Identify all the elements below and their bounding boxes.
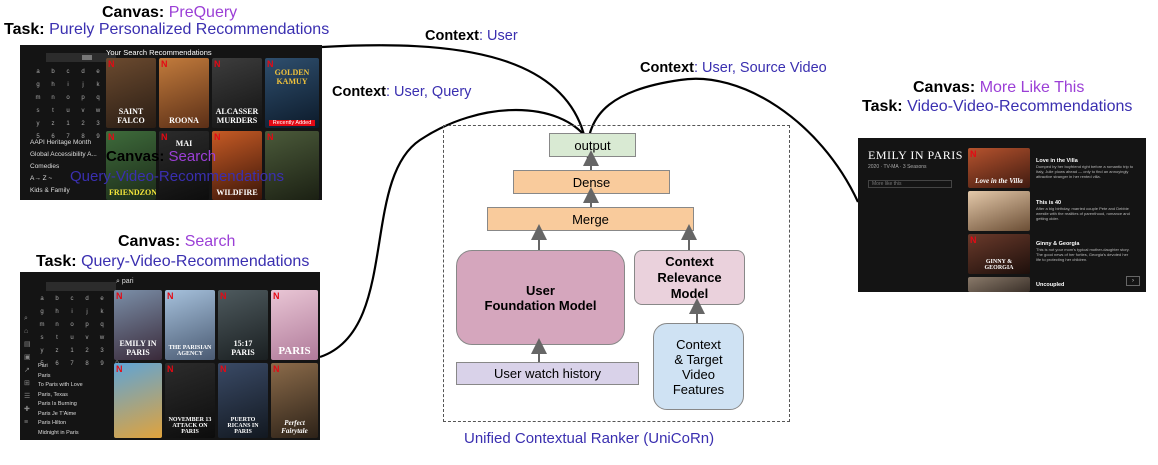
overlay-canvas-text: Canvas: Search bbox=[106, 148, 217, 165]
category-item[interactable]: Global Accessibility A... bbox=[30, 151, 97, 158]
prequery-canvas-label: Canvas: PreQuery bbox=[102, 4, 238, 21]
diagram-caption: Unified Contextual Ranker (UniCoRn) bbox=[464, 430, 715, 447]
movie-tile[interactable]: N bbox=[265, 131, 319, 200]
merge-box: Merge bbox=[487, 207, 694, 231]
user-foundation-model-box: User Foundation Model bbox=[456, 250, 625, 345]
suggestion-item[interactable]: Paris Is Burning bbox=[38, 401, 77, 407]
suggestion-item[interactable]: Paris bbox=[38, 372, 51, 379]
prequery-connector bbox=[321, 44, 590, 159]
search-query-field[interactable] bbox=[46, 282, 116, 291]
prequery-category-list: AAPI Heritage Month Global Accessibility… bbox=[30, 137, 97, 197]
category-item[interactable]: Comedies bbox=[30, 163, 60, 170]
prequery-screenshot: abcdef ghijkl mnopqr stuvwx yz1234 56789… bbox=[20, 45, 322, 200]
suggestion-item[interactable]: Midnight in Paris bbox=[38, 429, 79, 436]
mlt-canvas-name: More Like This bbox=[979, 79, 1085, 96]
context-user-video-label: Context: User, Source Video bbox=[640, 60, 827, 76]
search-task-label: Task: Query-Video-Recommendations bbox=[36, 253, 310, 270]
movie-tile[interactable]: NFRIENDZONE bbox=[106, 131, 156, 200]
search-task-name: Query-Video-Recommendations bbox=[81, 253, 310, 270]
mlt-item[interactable]: Love in the Villa Dumped by her boyfrien… bbox=[1036, 158, 1134, 179]
search-canvas-label: Canvas: Search bbox=[118, 233, 236, 250]
movie-tile[interactable]: N bbox=[114, 363, 162, 438]
overlay-task-text: Query-Video-Recommendations bbox=[70, 168, 284, 185]
mlt-search-box[interactable]: More like this bbox=[868, 180, 952, 188]
mlt-screenshot: EMILY IN PARIS 2020 · TV-MA · 3 Seasons … bbox=[858, 138, 1146, 292]
mlt-item[interactable]: Ginny & Georgia This is not your mom's t… bbox=[1036, 241, 1130, 262]
user-watch-history-box: User watch history bbox=[456, 362, 639, 385]
prequery-keyboard[interactable]: abcdef ghijkl mnopqr stuvwx yz1234 56789… bbox=[35, 69, 115, 140]
mlt-thumb[interactable] bbox=[968, 277, 1030, 292]
nav-icons: ⌕⌂▤▣↗⊞☰✚≡ bbox=[24, 315, 31, 426]
prequery-task-name: Purely Personalized Recommendations bbox=[49, 21, 330, 38]
suggestion-item[interactable]: Paris, Texas bbox=[38, 391, 68, 398]
context-target-video-features-box: Context & Target Video Features bbox=[653, 323, 744, 410]
mlt-title: EMILY IN PARIS bbox=[868, 148, 963, 162]
context-user-query-label: Context: User, Query bbox=[332, 84, 472, 100]
mlt-canvas-label: Canvas: More Like This bbox=[913, 79, 1085, 96]
mlt-item[interactable]: This is 40 After a big birthday, married… bbox=[1036, 200, 1130, 221]
search-query-text: ⌕ pari bbox=[116, 278, 134, 285]
prequery-task-label: Task: Purely Personalized Recommendation… bbox=[4, 21, 330, 38]
suggestion-item[interactable]: To Paris with Love bbox=[38, 382, 83, 388]
category-item[interactable]: A→ Z ~ bbox=[30, 175, 53, 182]
context-user-label: Context: User bbox=[425, 28, 518, 44]
suggestion-item[interactable]: Pari bbox=[38, 363, 48, 369]
mlt-connector bbox=[586, 77, 859, 203]
mlt-task-label: Task: Video-Video-Recommendations bbox=[862, 98, 1133, 115]
search-canvas-name: Search bbox=[184, 233, 236, 250]
category-item[interactable]: Kids & Family bbox=[30, 187, 70, 194]
unicorn-frame bbox=[443, 125, 790, 422]
search-suggestion-list: Pari Paris To Paris with Love Paris, Tex… bbox=[38, 362, 83, 438]
next-icon[interactable]: › bbox=[1126, 276, 1140, 286]
suggestion-item[interactable]: Paris Hilton bbox=[38, 420, 67, 426]
prequery-canvas-name: PreQuery bbox=[168, 4, 238, 21]
category-item[interactable]: AAPI Heritage Month bbox=[30, 139, 92, 146]
backspace-icon[interactable] bbox=[82, 55, 92, 60]
suggestion-item[interactable]: Paris Je T'Aime bbox=[38, 410, 77, 417]
mlt-thumb[interactable] bbox=[968, 191, 1030, 231]
search-connector bbox=[319, 109, 589, 359]
search-side-nav: ⌕⌂▤▣↗⊞☰✚≡ bbox=[24, 312, 32, 432]
search-screenshot: ⌕⌂▤▣↗⊞☰✚≡ abcdef ghijkl mnopqr stuvwx yz… bbox=[20, 272, 320, 440]
prequery-header: Your Search Recommendations bbox=[106, 48, 212, 57]
mlt-meta: 2020 · TV-MA · 3 Seasons bbox=[868, 164, 927, 170]
prequery-search-field[interactable] bbox=[46, 53, 116, 62]
recently-added-badge: Recently Added bbox=[269, 120, 315, 126]
mlt-item[interactable]: Uncoupled bbox=[1036, 282, 1065, 288]
mlt-task-name: Video-Video-Recommendations bbox=[907, 98, 1133, 115]
